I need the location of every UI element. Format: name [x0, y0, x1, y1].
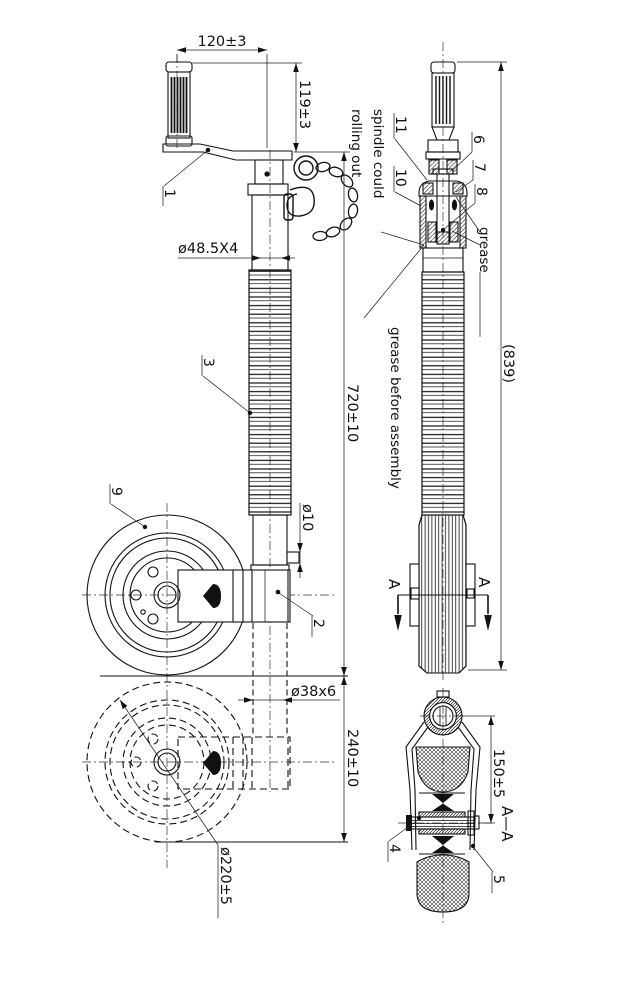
note-spindle-line2: rolling out	[348, 109, 364, 177]
winding-pin	[286, 551, 300, 564]
dim-section-height	[462, 715, 495, 824]
dim-crank-width	[176, 47, 268, 148]
dim-text-inner-tube: ø38x6	[291, 684, 336, 700]
dim-text-outer-tube: ø48.5X4	[178, 241, 238, 257]
part-label-1: 1	[161, 189, 177, 198]
section-marker-left: A	[385, 579, 403, 590]
section-marker-right: A	[475, 577, 493, 588]
leader-dot-5	[470, 843, 476, 849]
rim-spokes-upper	[432, 794, 454, 811]
section-view	[398, 688, 492, 925]
dim-text-section-height: 150±5	[490, 749, 506, 798]
axle-nut	[203, 584, 221, 608]
section-line	[394, 594, 492, 631]
section-title: A—A	[498, 806, 516, 842]
dim-wheel-dia	[119, 699, 219, 918]
rim-spokes-lower	[432, 836, 454, 853]
left-view	[82, 54, 359, 868]
dim-text-overall: (839)	[500, 344, 516, 383]
axle-assembly	[406, 810, 480, 836]
clamp-pin	[283, 155, 319, 221]
dim-outer-tube	[178, 255, 295, 261]
part-label-4: 4	[386, 844, 402, 853]
annotation-text: 120±3 119±3 ø48.5X4 720±10 240±10 (839) …	[108, 34, 516, 905]
ribbed-tube-front	[421, 271, 465, 516]
dim-text-crank-width: 120±3	[197, 34, 246, 50]
dim-inner-tube	[238, 697, 340, 703]
dimensions	[119, 47, 507, 918]
dim-extended	[294, 151, 350, 842]
tube-collar	[247, 183, 289, 196]
wheel-side	[86, 514, 248, 676]
wheel-bracket	[177, 569, 291, 623]
dim-text-stroke: 240±10	[344, 729, 360, 787]
wheel-front	[409, 514, 476, 674]
part-label-2: 2	[310, 619, 326, 628]
dim-text-wheel-dia: ø220±5	[217, 847, 233, 905]
part-label-6: 6	[470, 135, 486, 144]
section-arrow-right	[484, 615, 492, 631]
handle-front	[425, 61, 461, 160]
tire-section-lower	[416, 854, 470, 913]
note-grease: grease	[476, 227, 492, 273]
part-label-7: 7	[471, 163, 487, 172]
dim-text-pin: ø10	[299, 504, 315, 531]
part-label-8: 8	[473, 187, 489, 196]
section-arrow-left	[394, 615, 402, 631]
crank-arm	[162, 143, 293, 161]
part-label-11: 11	[392, 116, 408, 134]
part-label-9: 9	[108, 487, 124, 496]
dim-handle-drop	[192, 62, 302, 152]
dim-overall	[457, 61, 507, 671]
part-leaders	[109, 113, 494, 893]
tire-section-upper	[415, 746, 471, 793]
dim-text-handle-drop: 119±3	[296, 80, 312, 129]
ribbed-tube	[248, 269, 292, 516]
part-label-10: 10	[392, 169, 408, 187]
right-view	[394, 42, 492, 683]
winding-drum	[254, 159, 284, 185]
hidden-tube	[252, 623, 288, 737]
inner-tube	[252, 514, 288, 566]
tube-cross-section	[423, 696, 462, 735]
part-label-5: 5	[490, 875, 506, 884]
dim-text-extended: 720±10	[344, 384, 360, 442]
crank-grip	[165, 61, 193, 147]
leader-dot-4	[416, 815, 422, 821]
part-label-3: 3	[200, 358, 216, 367]
note-spindle-line1: spindle could	[370, 109, 386, 198]
note-grease-assembly: grease before assembly	[387, 327, 403, 489]
dim-pin	[297, 503, 303, 578]
